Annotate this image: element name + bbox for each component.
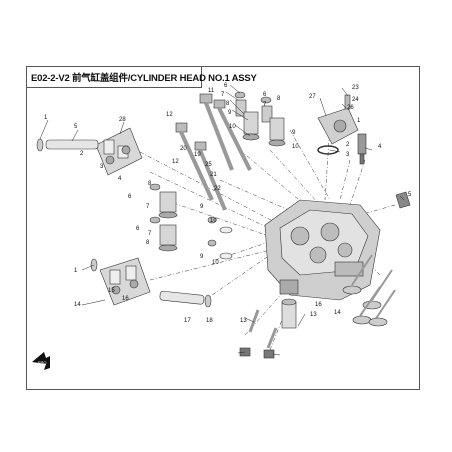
callout-label: 22	[214, 186, 221, 192]
callout-label: 6	[136, 226, 140, 232]
front-arrow-icon: FRO	[32, 352, 50, 370]
callout-label: 9	[200, 204, 204, 210]
callout-label: 10	[212, 260, 219, 266]
callout-label: 10	[229, 124, 236, 130]
callout-label: 15	[108, 288, 115, 294]
callout-label: 3	[346, 152, 350, 158]
callout-label: 18	[206, 318, 213, 324]
callout-label: 26	[347, 105, 354, 111]
plug-27	[395, 191, 411, 209]
callout-label: 13	[240, 318, 247, 324]
leader-lines	[39, 84, 405, 356]
callout-label: 27	[309, 94, 316, 100]
callout-label: 1	[74, 268, 78, 274]
callout-label: 10	[210, 218, 217, 224]
callout-label: 4	[378, 144, 382, 150]
rocker-assembly-upper	[95, 127, 143, 176]
studs-and-nuts	[239, 298, 297, 359]
callout-label: 16	[122, 296, 129, 302]
callout-label: 8	[146, 240, 150, 246]
callout-label: 13	[310, 312, 317, 318]
callout-labels: 1 5 28 2 3 4 6 7 8 9 10 11 12 12 6 7 8 9…	[44, 83, 412, 324]
callout-label: 21	[210, 172, 217, 178]
callout-label: 6	[128, 194, 132, 200]
diagram-title: E02-2-V2 前气缸盖组件/CYLINDER HEAD NO.1 ASSY	[31, 73, 257, 84]
callout-label: 1	[357, 118, 361, 124]
callout-label: 6	[263, 92, 267, 98]
callout-label: 28	[119, 117, 126, 123]
callout-label: 3	[100, 164, 104, 170]
callout-label: 5	[74, 124, 78, 130]
callout-label: 7	[148, 231, 152, 237]
thermostat-housing	[317, 94, 367, 165]
callout-label: 24	[352, 97, 359, 103]
callout-label: 23	[352, 85, 359, 91]
callout-label: 1	[44, 115, 48, 121]
callout-label: 9	[292, 130, 296, 136]
callout-label: 10	[292, 144, 299, 150]
callout-label: 7	[146, 204, 150, 210]
callout-label: 19	[194, 152, 201, 158]
callout-label: 16	[315, 302, 322, 308]
callout-label: 25	[205, 162, 212, 168]
callout-label: 17	[184, 318, 191, 324]
callout-label: 11	[208, 88, 215, 94]
callout-label: 4	[118, 176, 122, 182]
valve-springs-top	[234, 91, 286, 147]
valves	[342, 254, 396, 327]
rocker-assembly-lower	[99, 257, 151, 306]
rocker-shaft-upper	[36, 138, 99, 152]
valve-springs-left	[149, 183, 233, 260]
callout-label: 6	[224, 83, 228, 89]
callout-label: 9	[200, 254, 204, 260]
title-box: E02-2-V2 前气缸盖组件/CYLINDER HEAD NO.1 ASSY	[26, 66, 257, 88]
callout-label: 8	[148, 181, 152, 187]
callout-label: 7	[221, 92, 225, 98]
callout-label: 12	[166, 112, 173, 118]
callout-label: 20	[180, 146, 187, 152]
callout-label: 2	[346, 142, 350, 148]
cylinder-head	[264, 199, 381, 301]
head-bolts	[175, 93, 252, 211]
callout-label: 5	[408, 192, 412, 198]
callout-label: 7	[263, 102, 267, 108]
callout-label: 9	[228, 110, 232, 116]
callout-label: 12	[172, 159, 179, 165]
callout-label: 2	[80, 151, 84, 157]
callout-label: 14	[74, 302, 81, 308]
callout-label: 14	[334, 310, 341, 316]
callout-label: 8	[226, 101, 230, 107]
callout-label: 8	[277, 96, 281, 102]
front-arrow-label: FRO	[38, 360, 46, 365]
